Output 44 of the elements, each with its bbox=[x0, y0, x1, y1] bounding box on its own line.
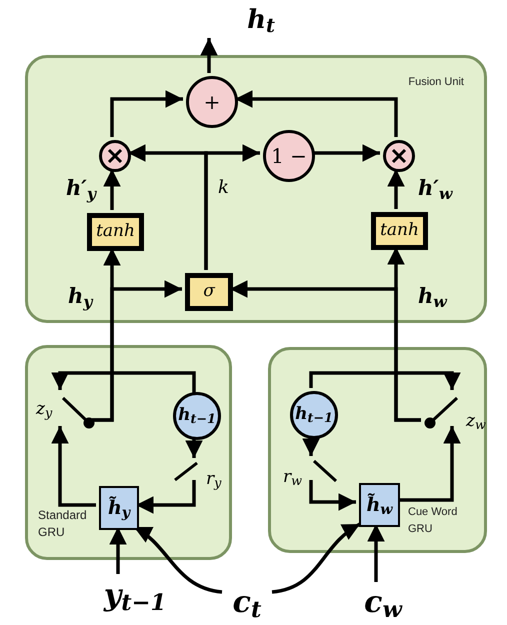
panel-title: Fusion Unit bbox=[408, 75, 464, 90]
arrow bbox=[51, 371, 196, 390]
arrow bbox=[200, 38, 218, 73]
variable-label: h$_{t}$ bbox=[247, 4, 275, 40]
unit-panel bbox=[268, 347, 487, 553]
arrow bbox=[185, 389, 203, 458]
variable-label: y$_{t−1}$ bbox=[104, 576, 166, 618]
arrow bbox=[309, 371, 461, 390]
variable-label: h$_{w}$ bbox=[418, 282, 447, 312]
arrow bbox=[272, 522, 361, 594]
arrow bbox=[397, 426, 461, 502]
arrow bbox=[103, 169, 121, 210]
variable-label: h$_{y}$ bbox=[68, 282, 92, 312]
function-box: tanh bbox=[87, 213, 144, 251]
arrow bbox=[110, 90, 183, 137]
arrow bbox=[230, 280, 421, 422]
variable-label: c$_{w}$ bbox=[364, 584, 402, 624]
function-box: tanh bbox=[371, 212, 428, 250]
gate-label: z$_{w}$ bbox=[466, 410, 486, 434]
arrow bbox=[92, 280, 182, 422]
panel-title: Standard GRU bbox=[38, 507, 88, 541]
gate-label: r$_{y}$ bbox=[206, 468, 222, 492]
arrow bbox=[204, 144, 260, 270]
variable-label: h′$_{y}$ bbox=[66, 174, 96, 204]
arrow bbox=[51, 426, 96, 507]
panel-title: Cue Word GRU bbox=[408, 505, 458, 537]
arrow bbox=[387, 169, 405, 209]
arrow bbox=[136, 480, 196, 514]
unit-panel bbox=[25, 345, 232, 560]
arrow bbox=[109, 527, 127, 574]
gate-label: z$_{y}$ bbox=[36, 398, 52, 422]
arrow bbox=[367, 524, 385, 582]
candidate-state-box: h̃$_{w}$ bbox=[359, 483, 400, 527]
gate-label: r$_{w}$ bbox=[283, 466, 302, 490]
arrow bbox=[309, 480, 356, 511]
arrow bbox=[302, 436, 320, 456]
variable-label: h′$_{w}$ bbox=[418, 174, 452, 204]
unit-panel bbox=[25, 55, 487, 323]
function-box: σ bbox=[185, 273, 233, 311]
variable-label: c$_{t}$ bbox=[232, 584, 262, 624]
variable-label: k bbox=[218, 176, 229, 200]
candidate-state-box: h̃$_{y}$ bbox=[99, 486, 139, 530]
arrow bbox=[235, 90, 398, 137]
arrow bbox=[312, 144, 380, 162]
